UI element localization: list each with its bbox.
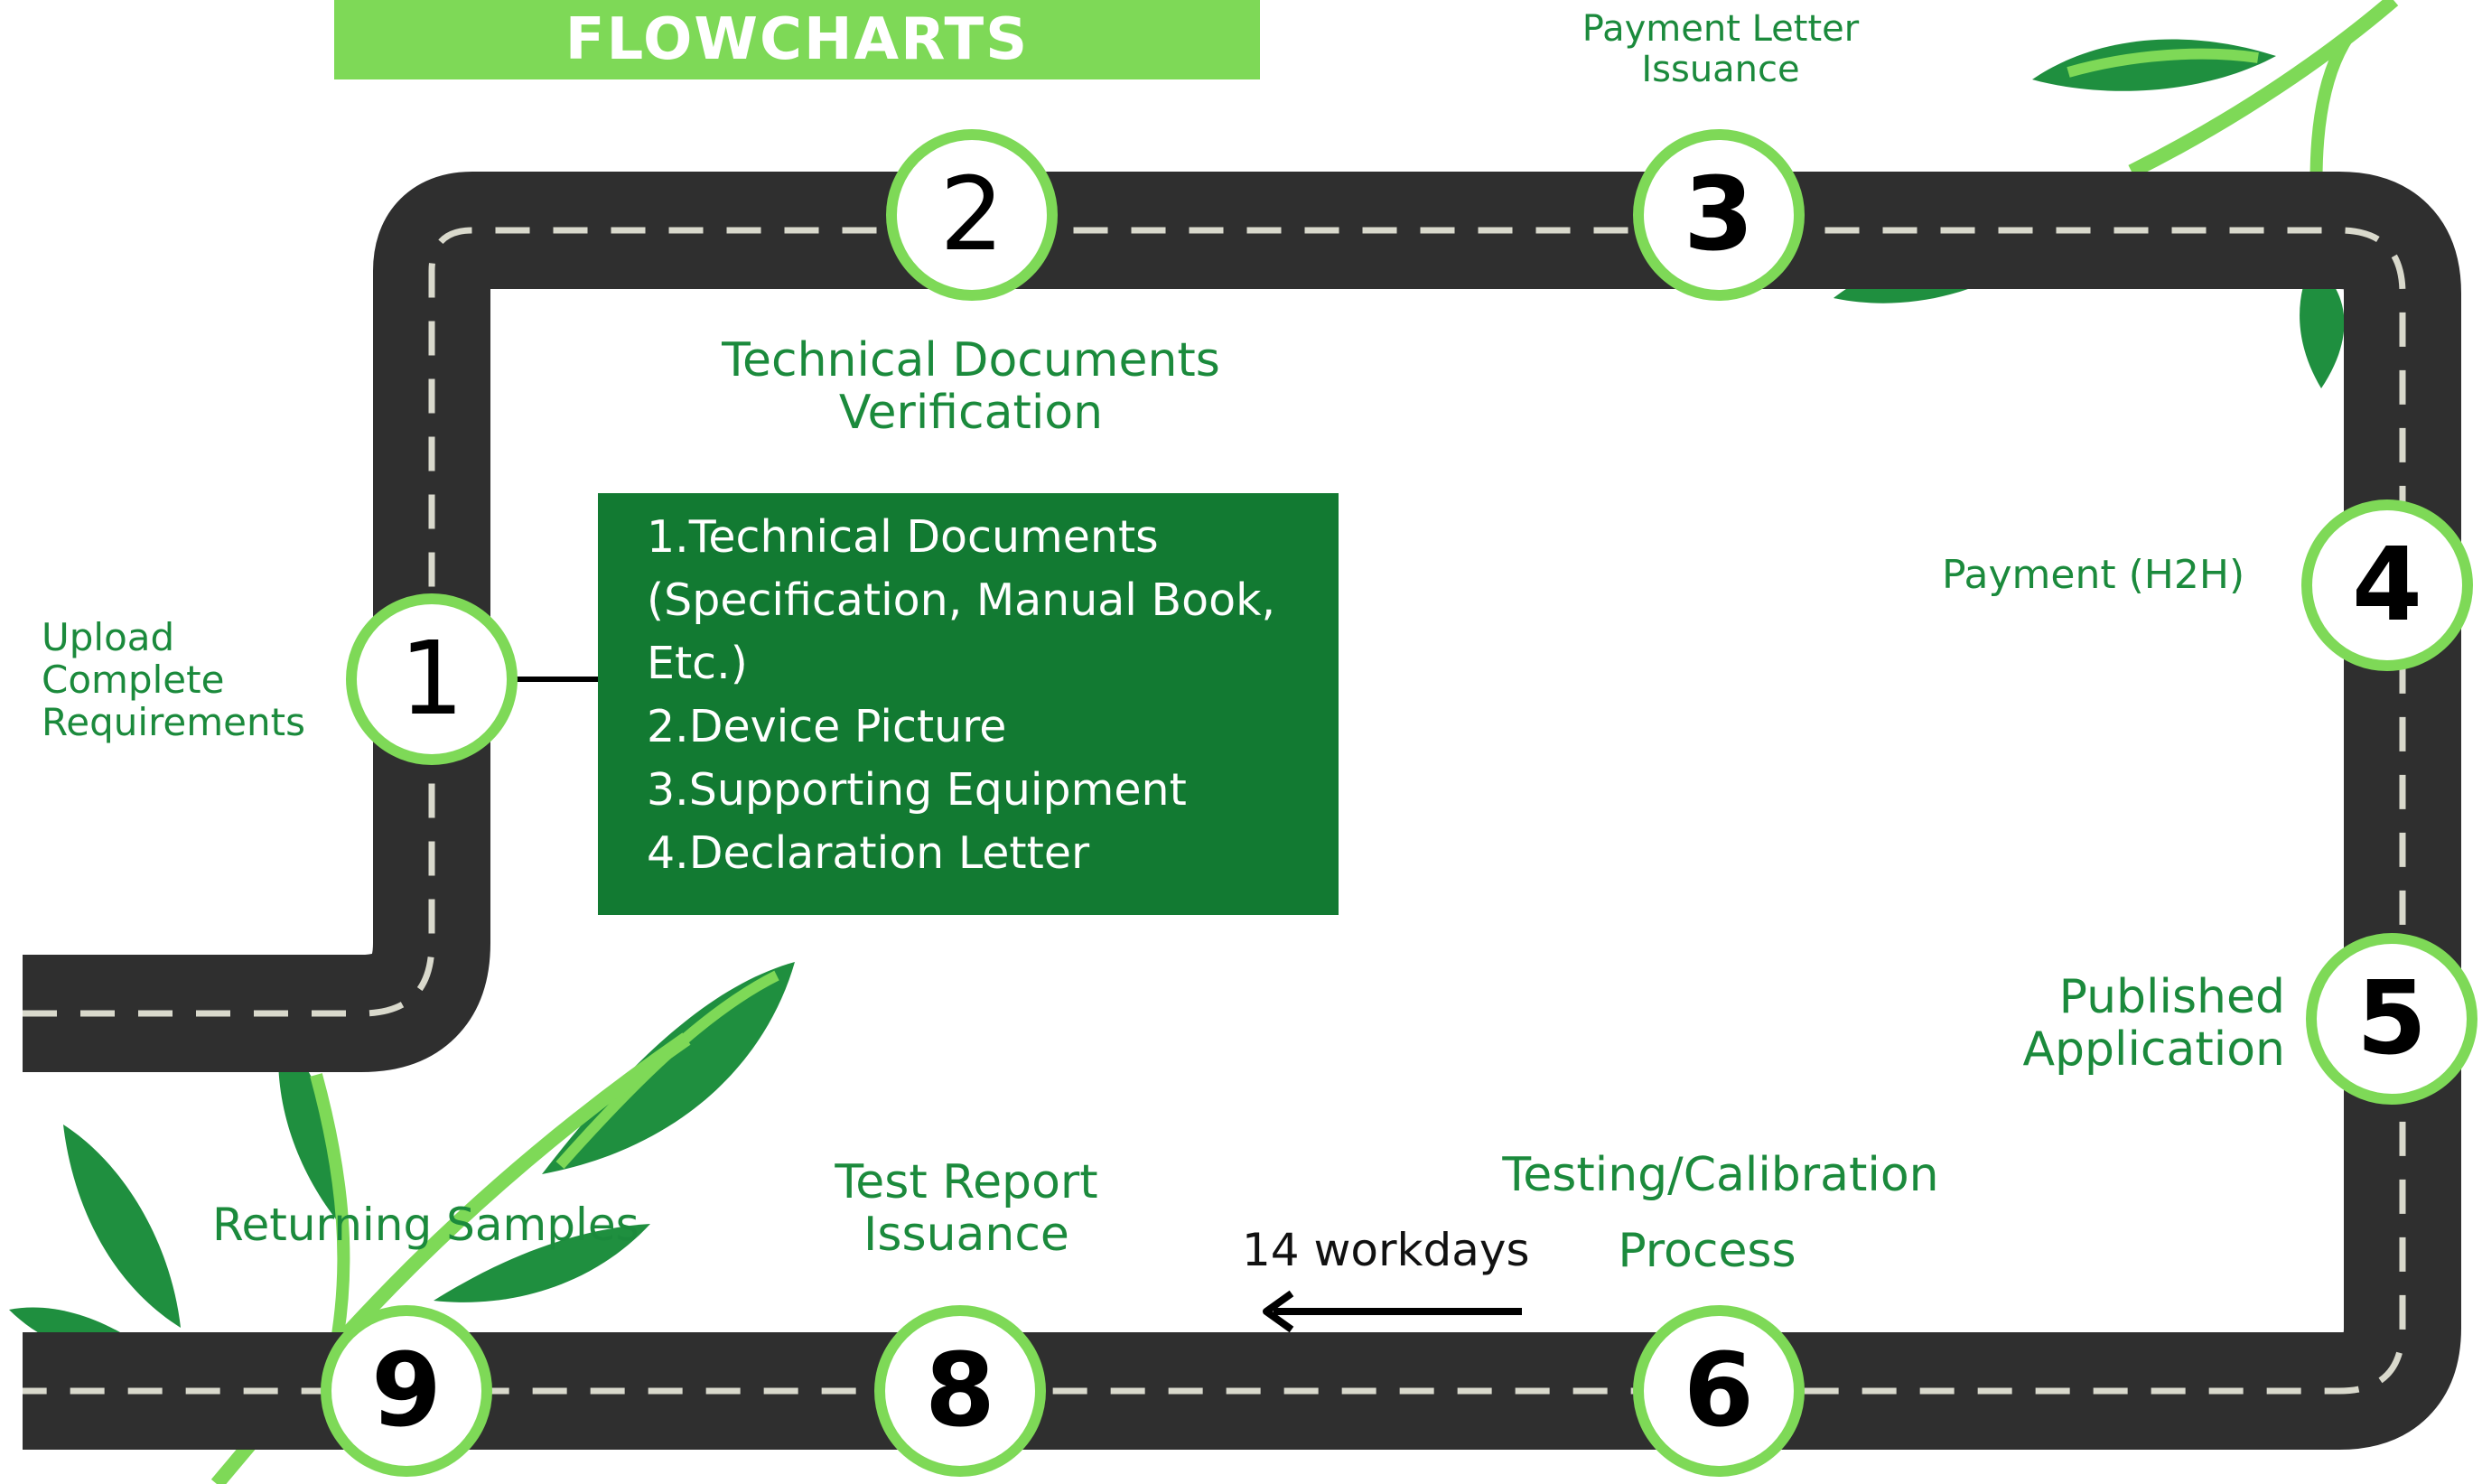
page-title: FLOWCHARTS bbox=[565, 6, 1030, 73]
requirement-item: 3.Supporting Equipment bbox=[647, 764, 1187, 816]
step-4-label: Payment (H2H) bbox=[1942, 552, 2245, 598]
step-6-number: 6 bbox=[1684, 1332, 1754, 1450]
requirement-item: 4.Declaration Letter bbox=[647, 827, 1090, 879]
requirement-item: 2.Device Picture bbox=[647, 701, 1007, 752]
requirements-box: 1.Technical Documents (Specification, Ma… bbox=[598, 493, 1339, 915]
step-5-label: Published Application bbox=[2022, 970, 2285, 1078]
step-6-circle: 6 bbox=[1633, 1305, 1805, 1477]
road-path bbox=[23, 172, 2461, 1450]
step-6-label-bottom: Process bbox=[1618, 1224, 1796, 1278]
step-3-number: 3 bbox=[1684, 156, 1754, 274]
step-2-number: 2 bbox=[939, 156, 1004, 274]
step-9-circle: 9 bbox=[321, 1305, 492, 1477]
step-5-circle: 5 bbox=[2306, 933, 2477, 1105]
step-8-label: Test Report Issuance bbox=[835, 1155, 1098, 1263]
duration-label: 14 workdays bbox=[1242, 1224, 1530, 1276]
title-banner: FLOWCHARTS bbox=[334, 0, 1260, 79]
step-1-label: Upload Complete Requirements bbox=[42, 615, 305, 745]
step-1-number: 1 bbox=[399, 621, 464, 738]
step-5-number: 5 bbox=[2356, 960, 2427, 1078]
step-2-label: Technical Documents Verification bbox=[722, 333, 1220, 441]
step-6-label-top: Testing/Calibration bbox=[1502, 1148, 1939, 1202]
step-3-label: Payment Letter Issuance bbox=[1582, 8, 1860, 90]
arrow-left-icon bbox=[1263, 1290, 1522, 1333]
step-8-circle: 8 bbox=[874, 1305, 1046, 1477]
step-4-number: 4 bbox=[2352, 527, 2422, 644]
step-4-circle: 4 bbox=[2301, 499, 2473, 671]
step-9-number: 9 bbox=[371, 1332, 442, 1450]
requirement-item: 1.Technical Documents (Specification, Ma… bbox=[647, 511, 1276, 689]
step-1-circle: 1 bbox=[346, 593, 518, 765]
step-9-label: Returning Samples bbox=[212, 1199, 639, 1251]
step-3-circle: 3 bbox=[1633, 129, 1805, 301]
step-2-circle: 2 bbox=[886, 129, 1058, 301]
step-8-number: 8 bbox=[925, 1332, 995, 1450]
